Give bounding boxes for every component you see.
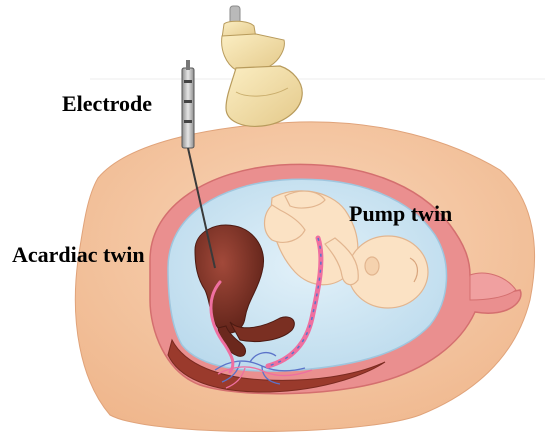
acardiac-twin-label: Acardiac twin — [12, 244, 145, 266]
ultrasound-probe — [222, 6, 303, 126]
electrode-label: Electrode — [62, 93, 152, 115]
pump-twin-label: Pump twin — [349, 203, 452, 225]
